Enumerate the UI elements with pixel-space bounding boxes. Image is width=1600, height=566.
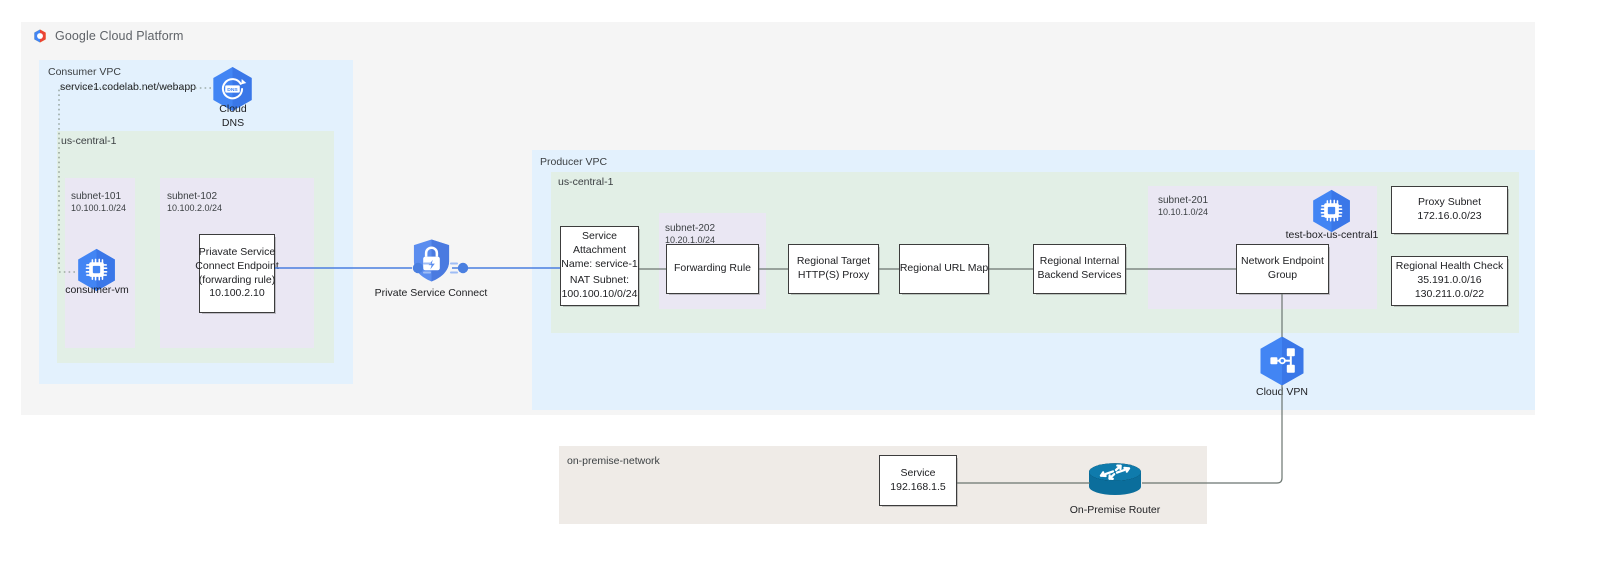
regional-url-map-node: Regional URL Map	[899, 244, 989, 294]
regional-backend-services-node: Regional Internal Backend Services	[1033, 244, 1126, 294]
subnet-202-name: subnet-202	[665, 223, 716, 234]
regional-health-check-line-2: 130.211.0.0/22	[1414, 287, 1485, 300]
regional-target-proxy-node: Regional Target HTTP(S) Proxy	[788, 244, 879, 294]
subnet-101-name: subnet-101	[71, 191, 122, 202]
psc-endpoint-line-2: (forwarding rule)	[198, 273, 276, 286]
regional-health-check-node: Regional Health Check 35.191.0.0/16 130.…	[1391, 256, 1508, 306]
network-endpoint-group-line-0: Network Endpoint	[1241, 255, 1324, 268]
service-attachment-line-0: Service	[581, 230, 617, 242]
private-service-connect-caption: Private Service Connect	[374, 287, 488, 299]
on-premise-network-label: on-premise-network	[567, 455, 660, 467]
subnet-201-label: subnet-201 10.10.1.0/24	[1158, 194, 1208, 219]
network-endpoint-group-node: Network Endpoint Group	[1236, 244, 1329, 294]
cloud-vpn-icon	[1255, 335, 1309, 387]
gcp-brand: Google Cloud Platform	[32, 28, 184, 44]
proxy-subnet-line-1: 172.16.0.0/23	[1417, 210, 1482, 222]
psc-endpoint-line-3: 10.100.2.10	[209, 287, 265, 300]
subnet-102-name: subnet-102	[167, 191, 218, 202]
on-premise-service-node: Service 192.168.1.5	[879, 455, 957, 506]
service-attachment-line-2: Name: service-1	[561, 257, 638, 270]
cloud-dns-caption: Cloud DNS	[219, 103, 247, 130]
subnet-201-name: subnet-201	[1158, 195, 1209, 206]
on-premise-service-line-0: Service	[900, 466, 936, 479]
cloud-vpn-caption: Cloud VPN	[1256, 386, 1308, 398]
regional-target-proxy-line-0: Regional Target	[796, 255, 871, 268]
subnet-102-label: subnet-102 10.100.2.0/24	[167, 190, 222, 215]
consumer-region-label: us-central-1	[61, 135, 117, 147]
consumer-vm-caption: consumer-vm	[65, 284, 129, 296]
svg-text:DNS: DNS	[227, 87, 238, 93]
regional-backend-services-line-1: Backend Services	[1037, 269, 1122, 281]
psc-endpoint-line-0: Priavate Service	[198, 245, 276, 258]
on-premise-router-caption: On-Premise Router	[1069, 504, 1161, 516]
dns-record-label: service1.codelab.net/webapp	[60, 81, 197, 93]
on-premise-router-icon	[1086, 459, 1144, 501]
google-cloud-hexagon-logo-icon	[32, 28, 48, 44]
subnet-201-cidr: 10.10.1.0/24	[1158, 207, 1209, 217]
network-endpoint-group-line-1: Group	[1267, 269, 1298, 281]
forwarding-rule-node: Forwarding Rule	[666, 244, 759, 294]
test-box-caption: test-box-us-central1	[1285, 229, 1379, 241]
private-service-connect-shield-lock-icon	[411, 238, 452, 283]
on-premise-service-line-1: 192.168.1.5	[890, 480, 946, 493]
regional-health-check-line-1: 35.191.0.0/16	[1417, 274, 1482, 287]
service-attachment-nat-cidr: 100.100.10/0/24	[561, 288, 638, 301]
producer-region-label: us-central-1	[558, 176, 614, 188]
regional-target-proxy-line-1: HTTP(S) Proxy	[797, 269, 870, 281]
subnet-101-cidr: 10.100.1.0/24	[71, 203, 127, 213]
consumer-vpc-label: Consumer VPC	[48, 66, 121, 78]
subnet-101-label: subnet-101 10.100.1.0/24	[71, 190, 126, 215]
regional-url-map-label: Regional URL Map	[899, 262, 989, 275]
proxy-subnet-node: Proxy Subnet 172.16.0.0/23	[1391, 186, 1508, 234]
service-attachment-node: Service Attachment Name: service-1 NAT S…	[560, 226, 639, 306]
forwarding-rule-label: Forwarding Rule	[673, 262, 752, 275]
regional-health-check-line-0: Regional Health Check	[1395, 260, 1504, 273]
regional-backend-services-line-0: Regional Internal	[1039, 255, 1120, 268]
subnet-202-label: subnet-202 10.20.1.0/24	[665, 222, 715, 247]
compute-engine-icon-test-box	[1311, 189, 1352, 233]
subnet-102-cidr: 10.100.2.0/24	[167, 203, 223, 213]
producer-vpc-label: Producer VPC	[540, 156, 608, 168]
gcp-brand-label: Google Cloud Platform	[55, 29, 184, 43]
subnet-202-cidr: 10.20.1.0/24	[665, 235, 716, 245]
psc-endpoint-node: Priavate Service Connect Endpoint (forwa…	[195, 234, 279, 313]
psc-endpoint-line-1: Connect Endpoint	[195, 259, 279, 272]
proxy-subnet-line-0: Proxy Subnet	[1417, 196, 1482, 209]
service-attachment-line-1: Attachment	[572, 243, 627, 256]
cloud-dns-icon: DNS	[211, 66, 254, 112]
service-attachment-nat-label: NAT Subnet:	[569, 274, 630, 287]
